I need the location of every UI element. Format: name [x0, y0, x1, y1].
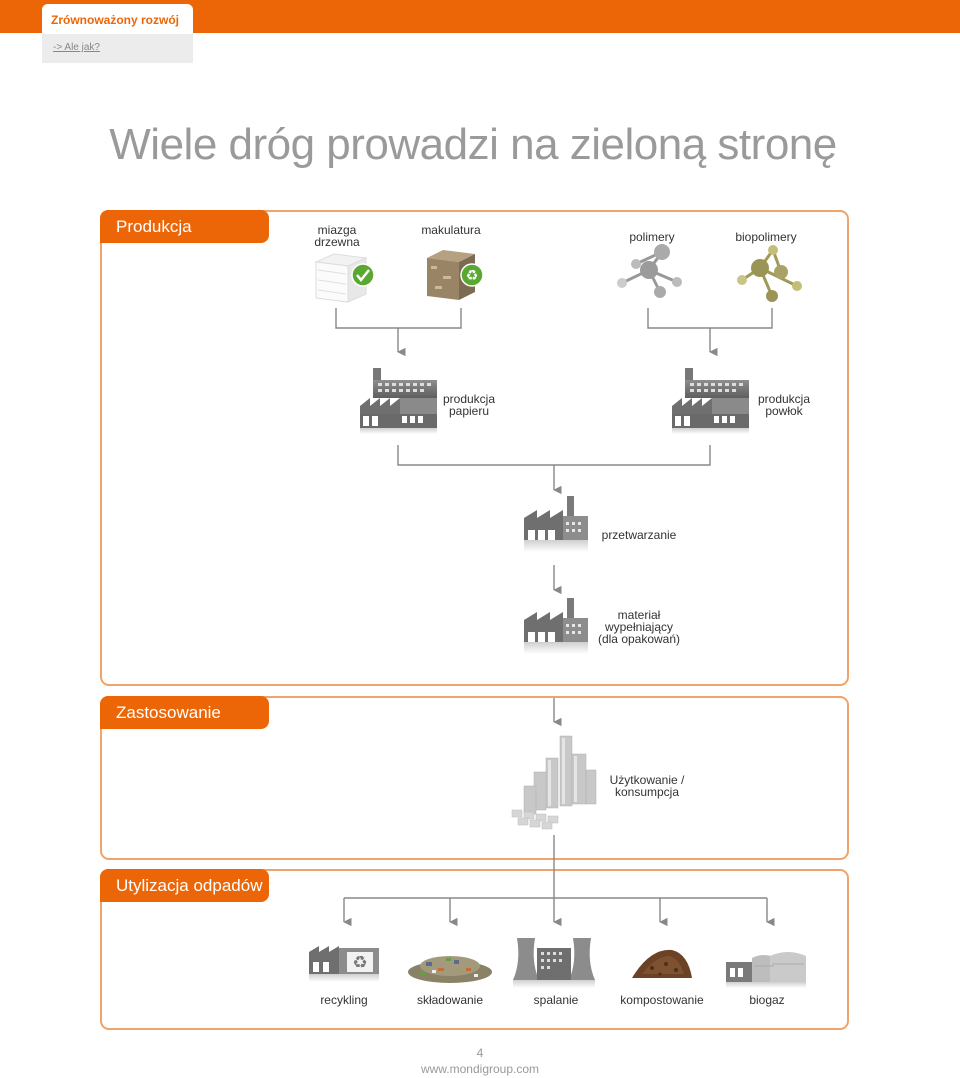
- filling-label: materiał wypełniający (dla opakowań): [597, 608, 681, 646]
- section-title: Zrównoważony rozwój: [51, 13, 179, 27]
- factory-chimney-icon: [524, 496, 588, 552]
- waste-label: Utylizacja odpadów: [100, 869, 269, 902]
- compost-icon: [632, 949, 692, 978]
- waste-label-compost: kompostowanie: [620, 993, 704, 1007]
- footer-url: www.mondigroup.com: [420, 1062, 540, 1076]
- molecule-grey-icon: [617, 244, 682, 298]
- application-label: Zastosowanie: [100, 696, 269, 729]
- molecule-green-icon: [737, 245, 802, 302]
- wastepaper-bale-icon: ♻: [427, 250, 484, 300]
- svg-text:♻: ♻: [352, 953, 367, 973]
- consumption-label: Użytkowanie / konsumpcja: [609, 773, 685, 799]
- pulp-bale-icon: [314, 253, 375, 303]
- input-label-wastepaper: makulatura: [421, 223, 481, 237]
- waste-label-incineration: spalanie: [533, 993, 579, 1007]
- production-label: Produkcja: [100, 210, 269, 243]
- factory-icon: [360, 368, 437, 434]
- page-number: 4: [476, 1046, 484, 1060]
- input-label-polymers: polimery: [629, 230, 675, 244]
- section-tab-top: Zrównoważony rozwój: [42, 4, 193, 34]
- waste-label-recycling: recykling: [320, 993, 368, 1007]
- svg-text:♻: ♻: [466, 268, 479, 284]
- landfill-icon: [408, 956, 492, 983]
- biogas-tanks-icon: [726, 952, 806, 988]
- section-tab: Zrównoważony rozwój -> Ale jak?: [42, 4, 193, 63]
- recycling-plant-icon: ♻: [309, 946, 379, 982]
- factory-icon: [672, 368, 749, 434]
- factory-chimney-icon: [524, 598, 588, 654]
- factory-label-paper: produkcja papieru: [442, 392, 496, 418]
- factory-label-coatings: produkcja powłok: [757, 392, 811, 418]
- converting-label: przetwarzanie: [601, 528, 677, 542]
- ale-jak-link[interactable]: -> Ale jak?: [53, 42, 100, 53]
- application-panel: [100, 696, 849, 860]
- page-title: Wiele dróg prowadzi na zieloną stronę: [109, 120, 837, 169]
- waste-label-landfill: składowanie: [416, 993, 484, 1007]
- city-icon: [511, 735, 597, 830]
- incineration-icon: [513, 938, 595, 988]
- input-label-biopolymers: biopolimery: [735, 230, 797, 244]
- input-label-pulp: miazga drzewna: [314, 223, 360, 249]
- connector-lines: [335, 308, 775, 927]
- waste-label-biogas: biogaz: [749, 993, 785, 1007]
